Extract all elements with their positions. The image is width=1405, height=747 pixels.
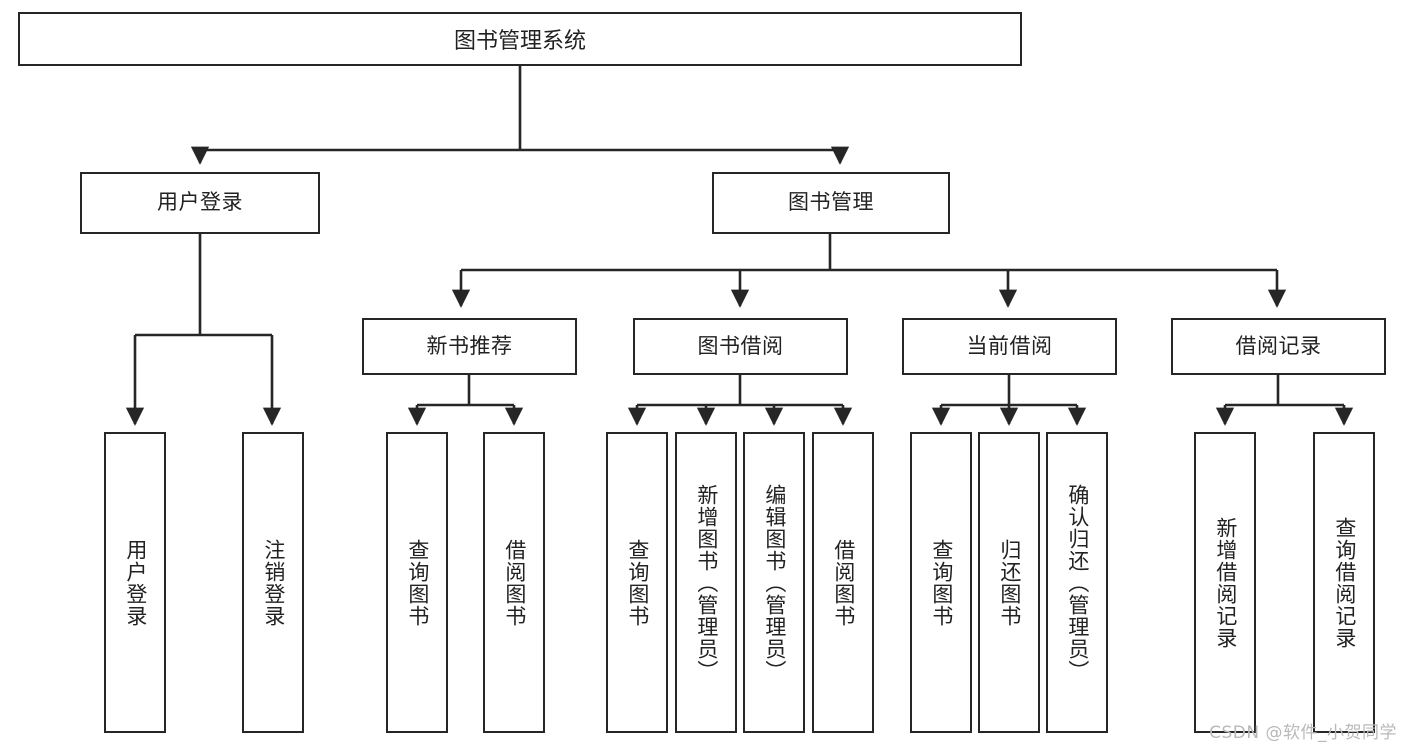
leaf-label: 注销登录	[261, 538, 286, 627]
leaf-label: 确认归还（管理员）	[1065, 483, 1090, 682]
leaf-current-confirm-return-admin[interactable]: 确认归还（管理员）	[1046, 432, 1108, 733]
leaf-user-login-logout[interactable]: 注销登录	[242, 432, 304, 733]
leaf-record-add-record[interactable]: 新增借阅记录	[1194, 432, 1256, 733]
leaf-label: 查询图书	[625, 538, 650, 627]
node-current-borrow-label: 当前借阅	[966, 333, 1053, 358]
leaf-label: 归还图书	[997, 538, 1022, 627]
node-user-login-label: 用户登录	[157, 190, 243, 215]
node-borrow-record[interactable]: 借阅记录	[1171, 318, 1386, 375]
leaf-recommend-borrow-book[interactable]: 借阅图书	[483, 432, 545, 733]
node-borrow-record-label: 借阅记录	[1235, 333, 1322, 358]
leaf-label: 查询图书	[929, 538, 954, 627]
leaf-borrow-query-book[interactable]: 查询图书	[606, 432, 668, 733]
node-root-system[interactable]: 图书管理系统	[18, 12, 1022, 66]
node-new-book-recommend-label: 新书推荐	[426, 333, 513, 358]
node-book-management[interactable]: 图书管理	[712, 172, 950, 234]
node-current-borrow[interactable]: 当前借阅	[902, 318, 1117, 375]
leaf-label: 新增图书（管理员）	[694, 483, 719, 682]
leaf-label: 查询图书	[405, 538, 430, 627]
leaf-label: 借阅图书	[502, 538, 527, 627]
leaf-current-return-book[interactable]: 归还图书	[978, 432, 1040, 733]
leaf-label: 查询借阅记录	[1332, 516, 1357, 649]
node-user-login[interactable]: 用户登录	[80, 172, 320, 234]
leaf-label: 新增借阅记录	[1213, 516, 1238, 649]
leaf-label: 用户登录	[123, 538, 148, 627]
node-book-borrow[interactable]: 图书借阅	[633, 318, 848, 375]
leaf-recommend-query-book[interactable]: 查询图书	[386, 432, 448, 733]
node-book-management-label: 图书管理	[788, 190, 874, 215]
leaf-current-query-book[interactable]: 查询图书	[910, 432, 972, 733]
csdn-watermark: CSDN @软件_小贺同学	[1209, 723, 1397, 743]
node-new-book-recommend[interactable]: 新书推荐	[362, 318, 577, 375]
leaf-user-login-login[interactable]: 用户登录	[104, 432, 166, 733]
node-root-label: 图书管理系统	[453, 29, 586, 54]
leaf-record-query-record[interactable]: 查询借阅记录	[1313, 432, 1375, 733]
leaf-borrow-edit-book-admin[interactable]: 编辑图书（管理员）	[743, 432, 805, 733]
leaf-borrow-add-book-admin[interactable]: 新增图书（管理员）	[675, 432, 737, 733]
leaf-borrow-borrow-book[interactable]: 借阅图书	[812, 432, 874, 733]
leaf-label: 编辑图书（管理员）	[762, 483, 787, 682]
node-book-borrow-label: 图书借阅	[697, 333, 784, 358]
leaf-label: 借阅图书	[831, 538, 856, 627]
